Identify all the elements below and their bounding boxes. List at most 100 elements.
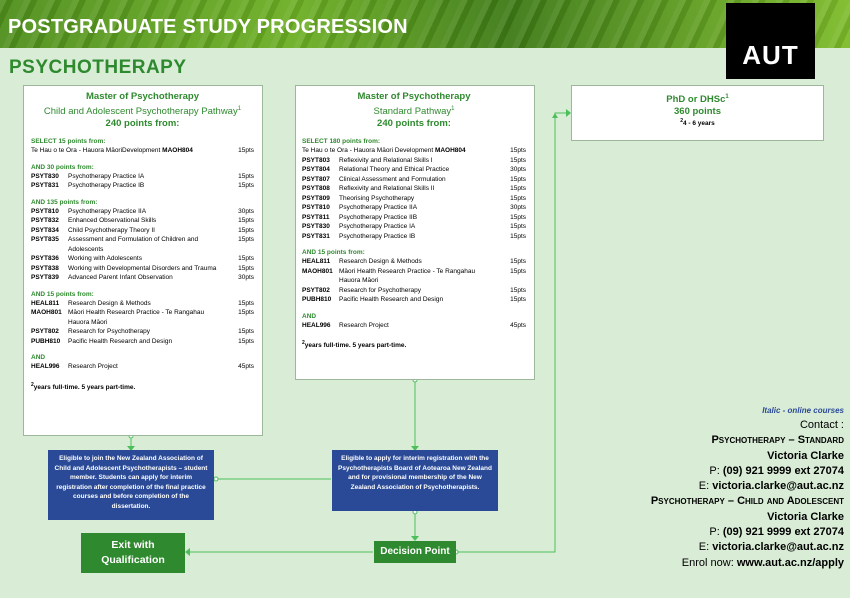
exit-with-qualification-box: Exit with Qualification [81, 533, 185, 573]
course-list: SELECT 180 points from:Te Hau o te Ora -… [302, 138, 526, 330]
contact-heading-standard: Psychotherapy – Standard [711, 434, 844, 447]
course-code: PSYT802 [31, 328, 59, 336]
contact-email[interactable]: E: victoria.clarke@aut.ac.nz [698, 541, 844, 554]
course-code: PSYT807 [302, 175, 330, 183]
connector-node [213, 476, 219, 482]
course-title: Psychotherapy Practice IB [339, 232, 416, 240]
box-pathway: Child and Adolescent Psychotherapy Pathw… [43, 106, 242, 118]
course-title: Assessment and Formulation of Children a… [68, 236, 199, 253]
course-points: 30pts [510, 166, 526, 174]
course-points: 45pts [510, 321, 526, 329]
course-code: PSYT808 [302, 185, 330, 193]
arrowhead [566, 109, 571, 117]
contact-email[interactable]: E: victoria.clarke@aut.ac.nz [698, 480, 844, 493]
course-code: PSYT809 [302, 194, 330, 202]
course-points: 15pts [238, 172, 254, 180]
phd-box: PhD or DHSc1 360 points 24 - 6 years [571, 85, 824, 141]
course-title: Advanced Parent Infant Observation [68, 274, 173, 282]
standard-pathway-box: Master of Psychotherapy Standard Pathway… [295, 85, 535, 380]
course-code: HEAL811 [31, 299, 60, 307]
contact-heading-child: Psychotherapy – Child and Adolescent [650, 495, 844, 508]
course-list: SELECT 15 points from:Te Hau o te Ora - … [31, 138, 254, 372]
arrowhead [185, 548, 190, 556]
course-row: PSYT834 Child Psychotherapy Theory II 15pt… [31, 226, 254, 236]
decision-point-box: Decision Point [374, 541, 456, 563]
arrowhead [411, 446, 419, 451]
duration-note: 2years full-time. 5 years part-time. [31, 381, 136, 391]
course-code: PSYT804 [302, 166, 330, 174]
course-title: Reflexivity and Relational Skills I [339, 156, 433, 164]
course-code: PSYT839 [31, 274, 59, 282]
course-title: Relational Theory and Ethical Practice [339, 166, 450, 174]
course-code: PSYT830 [31, 172, 59, 180]
group-label: AND 30 points from: [31, 163, 94, 171]
box-pathway: Standard Pathway1 [373, 106, 455, 118]
course-points: 30pts [238, 207, 254, 215]
header-banner: POSTGRADUATE STUDY PROGRESSION [0, 0, 850, 48]
course-title: Working with Adolescents [68, 255, 142, 263]
course-title: Psychotherapy Practice IIA [339, 204, 418, 212]
course-points: 15pts [238, 255, 254, 263]
course-title: Māori Health Research Practice - Te Rang… [68, 309, 205, 326]
course-code: PSYT830 [302, 223, 330, 231]
course-points: 15pts [510, 175, 526, 183]
course-title: Reflexivity and Relational Skills II [339, 185, 435, 193]
online-courses-note: Italic - online courses [762, 406, 844, 415]
course-code: PUBH810 [302, 296, 332, 304]
box-points: 240 points from: [105, 118, 180, 130]
course-code: PSYT831 [31, 182, 59, 190]
course-code: PSYT835 [31, 236, 59, 244]
enrol-line[interactable]: Enrol now: www.aut.ac.nz/apply [681, 556, 844, 569]
course-title: Theorising Psychotherapy [339, 194, 415, 202]
course-code: HEAL996 [302, 321, 331, 329]
course-code: PSYT832 [31, 217, 59, 225]
duration-note: 2years full-time. 5 years part-time. [302, 340, 407, 350]
contact-phone: P: (09) 921 9999 ext 27074 [709, 464, 844, 477]
course-title: Research for Psychotherapy [68, 328, 151, 336]
course-title: Psychotherapy Practice IA [68, 172, 145, 180]
course-row: PSYT839 Advanced Parent Infant Observatio… [31, 273, 254, 283]
duration-note: 24 - 6 years [680, 118, 715, 128]
group-label: AND 135 points from: [31, 198, 98, 206]
course-title: Research Design & Methods [68, 299, 151, 307]
course-code: PSYT834 [31, 226, 59, 234]
box-points: 240 points from: [377, 118, 451, 130]
course-points: 15pts [510, 267, 526, 275]
group-label: SELECT 15 points from: [31, 138, 106, 146]
course-points: 15pts [238, 337, 254, 345]
box-title: PhD or DHSc1 [666, 94, 729, 106]
board-registration-box: Eligible to apply for interim registrati… [332, 450, 498, 511]
contact-label: Contact : [799, 419, 844, 431]
course-title: Child Psychotherapy Theory II [68, 226, 155, 234]
course-row: HEAL811 Research Design & Methods 15pts [31, 299, 254, 309]
course-code: PSYT811 [302, 213, 330, 221]
course-code: PSYT802 [302, 286, 330, 294]
box-title: Master of Psychotherapy [357, 91, 471, 102]
course-row: PSYT808 Reflexivity and Relational Skills… [302, 184, 526, 194]
contact-name: Victoria Clarke [767, 510, 844, 523]
course-title: Psychotherapy Practice IIA [68, 207, 147, 215]
course-code: MAOH804 [434, 147, 466, 155]
group-label: AND 15 points from: [302, 249, 365, 257]
course-points: 15pts [238, 299, 254, 307]
arrowhead [127, 446, 135, 451]
course-points: 15pts [238, 147, 254, 155]
course-points: 15pts [238, 226, 254, 234]
course-row: Te Hau o te Ora - Hauora MāoriDevelopmen… [31, 146, 254, 156]
course-code: PSYT831 [302, 232, 330, 240]
section-title: PSYCHOTHERAPY [9, 57, 187, 78]
logo-text: AUT [742, 40, 799, 70]
